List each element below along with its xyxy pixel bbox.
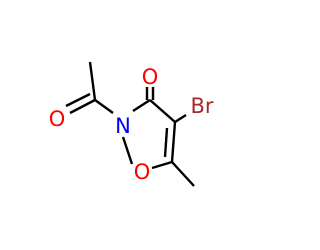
bond-c3-c4 xyxy=(149,99,176,123)
structure-canvas: O N O O Br xyxy=(48,61,214,187)
bond-acetyl-c-o-double xyxy=(65,92,91,108)
molecule-drawing: O N O O Br xyxy=(49,61,214,187)
bond-c5-o1 xyxy=(151,160,173,170)
bond-c5-methyl xyxy=(171,161,195,187)
acetyl-oxygen-label: O xyxy=(49,107,66,131)
ring-nitrogen-label: N xyxy=(115,114,131,138)
bond-acetyl-c-methyl xyxy=(88,61,97,101)
bond-c4-br xyxy=(174,113,187,124)
bond-n-c3 xyxy=(132,98,151,113)
bond-c4-c5-inner xyxy=(163,127,169,158)
bond-acetyl-c-o xyxy=(69,98,96,115)
ketone-oxygen-label: O xyxy=(142,65,159,89)
bond-n-acetyl-c xyxy=(94,99,114,114)
bond-c4-c5 xyxy=(170,121,177,163)
ring-oxygen-label: O xyxy=(134,160,151,184)
bond-o1-n xyxy=(121,136,134,165)
bromine-label: Br xyxy=(190,94,213,118)
